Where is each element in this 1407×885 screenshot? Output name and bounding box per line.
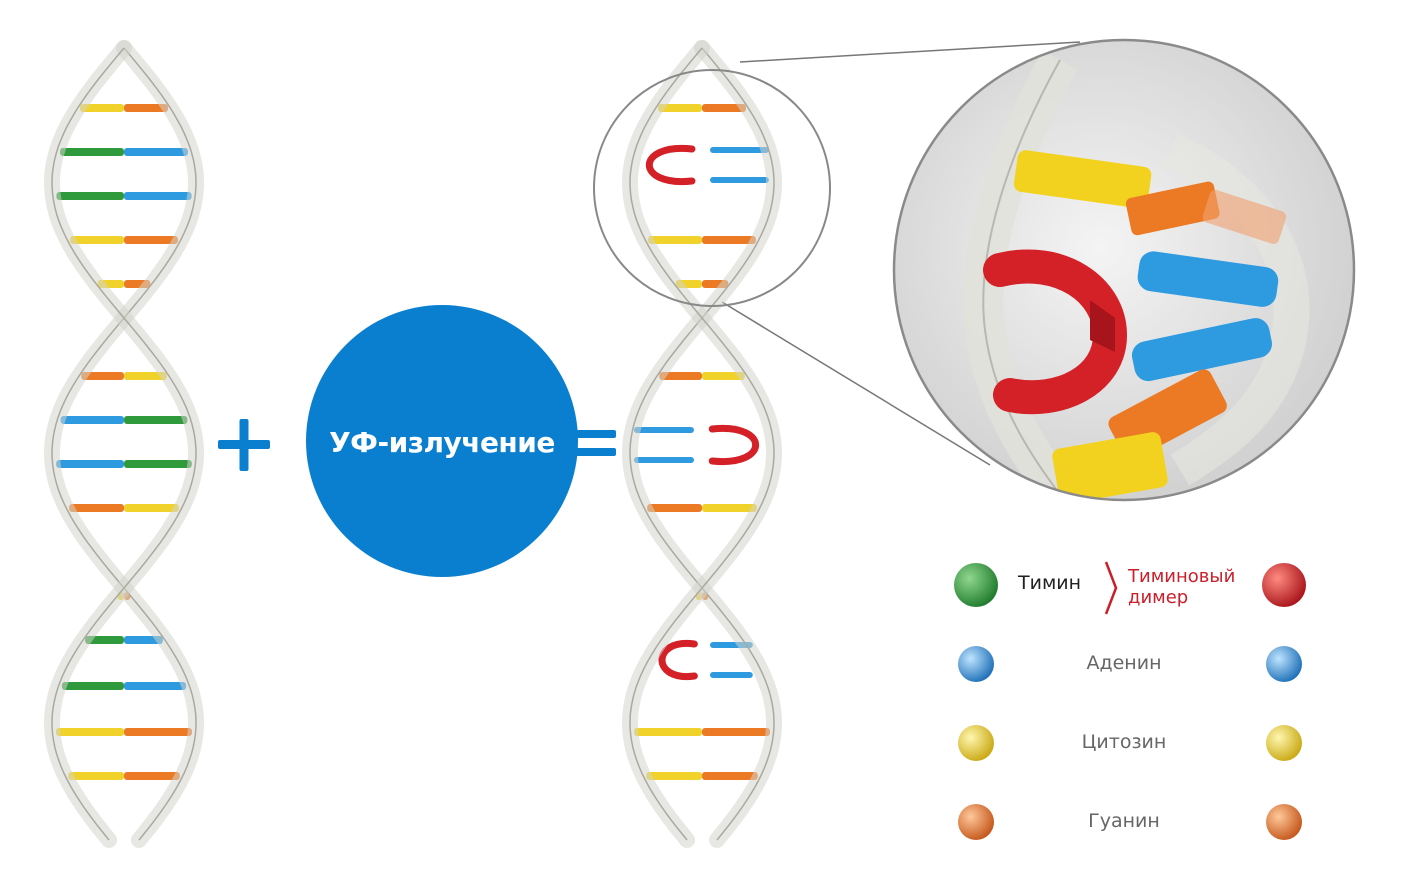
equals-icon [568, 430, 616, 456]
legend-spheres [954, 561, 1306, 840]
zoom-connector-lines [721, 41, 1081, 466]
magnifier-small-circle [593, 69, 831, 307]
dna-helix-damaged [621, 40, 783, 848]
uv-radiation-circle [306, 305, 578, 577]
legend-cytosine-label: Цитозин [1081, 731, 1167, 753]
dna-helix-normal [43, 40, 205, 848]
guanine-sphere-left-icon [958, 804, 994, 840]
chevron-right-icon [1104, 561, 1118, 615]
cytosine-sphere-right-icon [1266, 725, 1302, 761]
thymine-dimer-sphere-icon [1262, 563, 1306, 607]
legend-adenine-label: Аденин [1086, 652, 1162, 674]
legend-thymine-dimer-label: Тиминовый димер [1128, 566, 1236, 608]
plus-icon [218, 419, 270, 471]
guanine-sphere-right-icon [1266, 804, 1302, 840]
legend-guanine-label: Гуанин [1088, 810, 1160, 832]
thymine-sphere-icon [954, 563, 998, 607]
legend-thymine-label: Тимин [1018, 572, 1082, 594]
adenine-sphere-left-icon [958, 646, 994, 682]
uv-radiation-label: УФ-излучение [329, 425, 555, 459]
adenine-sphere-right-icon [1266, 646, 1302, 682]
zoom-magnified-view [892, 38, 1356, 502]
cytosine-sphere-left-icon [958, 725, 994, 761]
